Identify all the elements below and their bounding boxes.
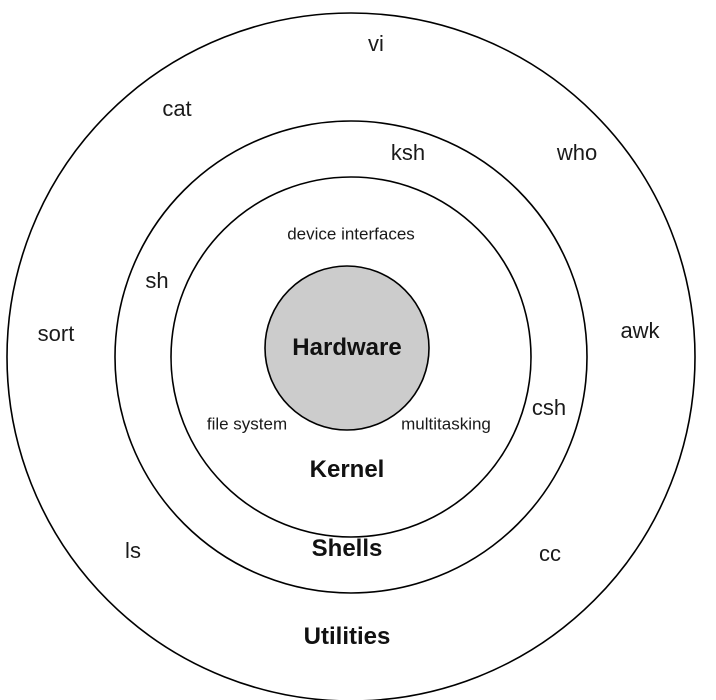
utilities-label: Utilities — [303, 623, 391, 650]
multitasking-label: multitasking — [401, 414, 491, 434]
hardware-label: Hardware — [292, 334, 402, 361]
shell-csh-label: csh — [531, 395, 567, 420]
file-system-label: file system — [206, 414, 288, 434]
kernel-label: Kernel — [309, 456, 385, 483]
utility-cat-label: cat — [162, 96, 192, 121]
utility-sort-label: sort — [37, 321, 75, 346]
shell-sh-label: sh — [145, 268, 169, 293]
shells-label: Shells — [311, 535, 383, 562]
utility-awk-label: awk — [620, 318, 660, 343]
utility-who-label: who — [556, 140, 598, 165]
shell-ksh-label: ksh — [390, 140, 426, 165]
device-interfaces-label: device interfaces — [287, 224, 415, 244]
utility-ls-label: ls — [125, 538, 141, 563]
hardware-core — [264, 265, 430, 431]
utility-cc-label: cc — [539, 541, 561, 566]
utility-vi-label: vi — [368, 31, 384, 56]
